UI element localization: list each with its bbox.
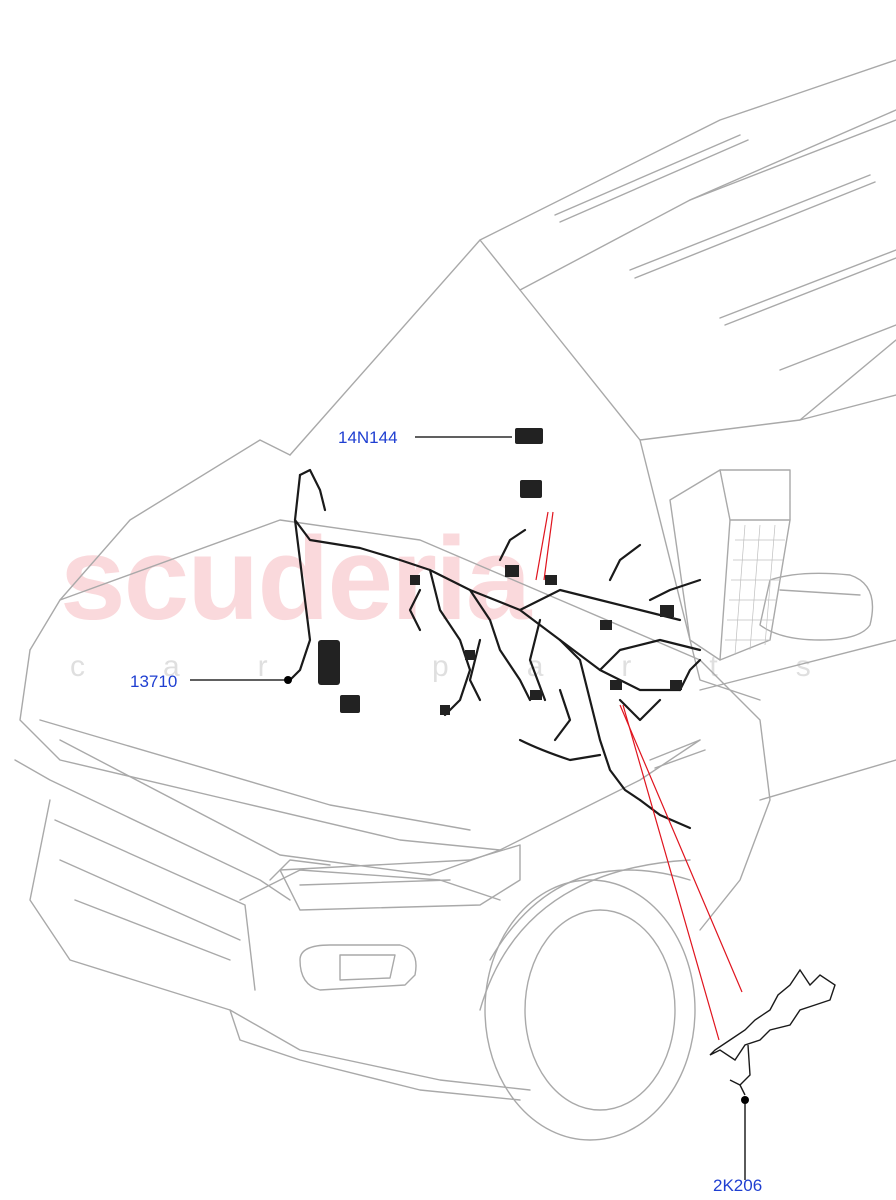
highlight-leaders — [535, 511, 743, 1041]
watermark-logo: scuderia — [60, 513, 531, 645]
harness-connectors — [318, 428, 682, 715]
vehicle-outline — [14, 59, 896, 1141]
leader-dots — [284, 676, 749, 1104]
leader-lines — [190, 436, 746, 1180]
wiring-harness — [288, 468, 702, 830]
bracket-part — [709, 968, 836, 1096]
module-grid — [725, 524, 785, 656]
callout-14N144[interactable]: 14N144 — [338, 428, 398, 447]
callout-13710[interactable]: 13710 — [130, 672, 178, 691]
callout-2K206[interactable]: 2K206 — [713, 1176, 763, 1195]
